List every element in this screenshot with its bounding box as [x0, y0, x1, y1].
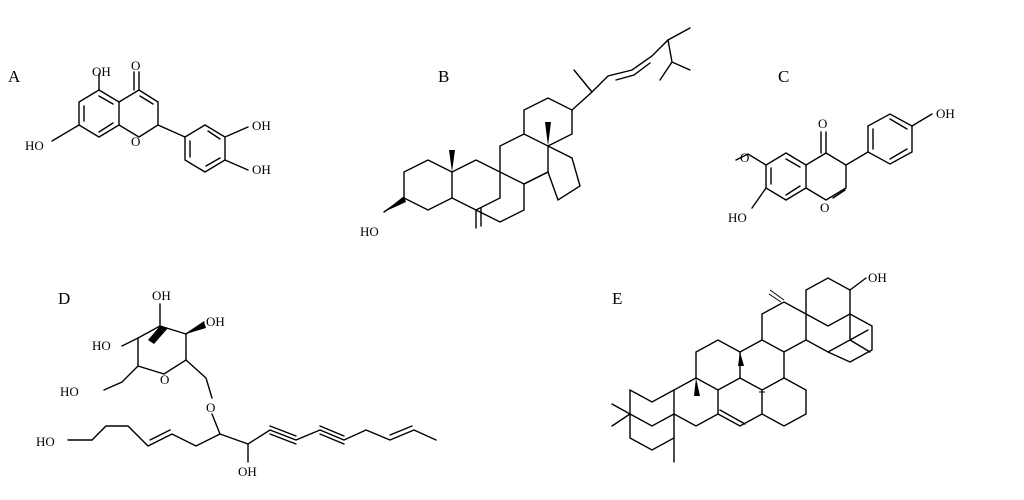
panel-letter-c: C — [778, 67, 789, 86]
panel-letter-a: A — [8, 67, 21, 86]
label-layer: A B C D E OH O HO O OH OH HO OH O O HO O… — [8, 58, 955, 479]
structure-c-bonds — [735, 113, 933, 209]
panel-letter-b: B — [438, 67, 449, 86]
structure-b-bonds — [383, 27, 691, 229]
structure-e-bonds — [611, 277, 873, 463]
atom-label-b-1: HO — [360, 224, 379, 239]
atom-label-a-2: O — [131, 58, 140, 73]
atom-label-c-1: OH — [936, 106, 955, 121]
atom-label-c-2: O — [818, 116, 827, 131]
atom-label-d-2: HO — [92, 338, 111, 353]
atom-label-d-8: OH — [238, 464, 257, 479]
atom-label-d-6: O — [206, 400, 215, 415]
atom-label-a-5: OH — [252, 118, 271, 133]
atom-label-d-7: HO — [36, 434, 55, 449]
atom-label-d-4: HO — [60, 384, 79, 399]
structure-d-bonds — [67, 303, 437, 463]
atom-label-c-4: HO — [728, 210, 747, 225]
atom-label-d-5: O — [160, 372, 169, 387]
panel-letter-e: E — [612, 289, 622, 308]
atom-label-a-4: O — [131, 134, 140, 149]
atom-label-c-3: O — [740, 150, 749, 165]
atom-label-a-1: OH — [92, 64, 111, 79]
atom-label-c-5: O — [820, 200, 829, 215]
atom-label-a-6: OH — [252, 162, 271, 177]
panel-letter-d: D — [58, 289, 70, 308]
atom-label-e-1: OH — [868, 270, 887, 285]
atom-label-d-3: OH — [206, 314, 225, 329]
atom-label-d-1: OH — [152, 288, 171, 303]
bond-layer — [51, 27, 933, 463]
structure-a-bonds — [51, 71, 249, 173]
atom-label-a-3: HO — [25, 138, 44, 153]
